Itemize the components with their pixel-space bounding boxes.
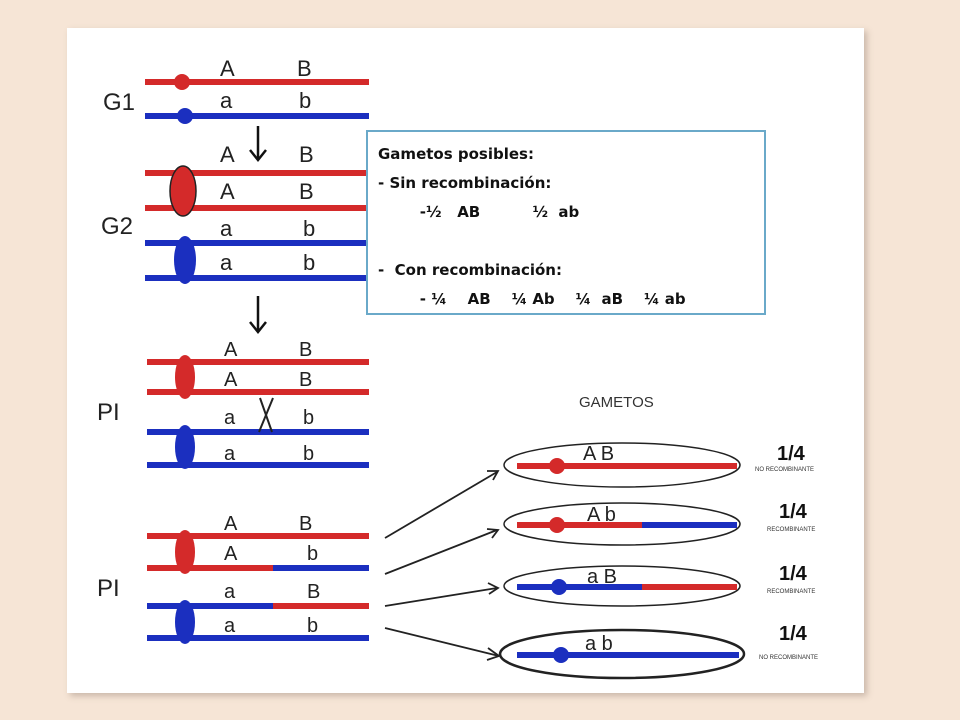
info-spacer (378, 227, 754, 256)
allele-label: A (220, 56, 235, 81)
centromere (175, 530, 195, 574)
allele-label: A (224, 513, 238, 535)
info-recombination-values: - ¼ AB ¼ Ab ¼ aB ¼ ab (378, 290, 686, 308)
allele-label: b (303, 407, 314, 429)
gamete-alleles: a b (585, 633, 613, 655)
allele-label: b (307, 543, 318, 565)
info-recombination: - Con recombinación: (378, 261, 562, 279)
centromere (175, 425, 195, 469)
allele-label: b (299, 88, 311, 113)
allele-label: B (299, 513, 312, 535)
allele-label: b (303, 443, 314, 465)
allele-label: A (224, 339, 238, 361)
arrow-icon (384, 627, 500, 657)
centromere (551, 579, 567, 595)
info-title: Gametos posibles: (378, 145, 534, 163)
gamete-4: a b 1/4 NO RECOMBINANTE (498, 623, 818, 680)
allele-label: b (303, 250, 315, 275)
arrow-down-icon (249, 296, 267, 335)
allele-label: a (224, 407, 236, 429)
stage-g2: A B A B G2 a b a b (101, 142, 369, 284)
gamete-outline (498, 628, 746, 680)
allele-label: b (307, 615, 318, 637)
gamete-note: NO RECOMBINANTE (755, 467, 814, 473)
centromere (175, 600, 195, 644)
allele-label: a (220, 88, 233, 113)
centromere (169, 165, 197, 217)
stage-label-g1: G1 (103, 89, 135, 116)
stage-pi-recombined: A B A b PI a B a b (97, 513, 369, 644)
gamete-fraction: 1/4 (779, 623, 808, 645)
gamete-alleles: A B (583, 443, 614, 465)
allele-label: A (220, 179, 235, 204)
arrow-head-icon (487, 470, 500, 481)
gamete-outline (503, 442, 741, 488)
stage-label-g2: G2 (101, 213, 133, 240)
allele-label: a (224, 443, 236, 465)
stage-label-pi: PI (97, 575, 120, 602)
centromere (177, 108, 193, 124)
allele-label: B (297, 56, 312, 81)
gamete-note: RECOMBINANTE (767, 589, 815, 595)
gamete-note: NO RECOMBINANTE (759, 655, 818, 661)
allele-label: A (220, 142, 235, 167)
centromere (549, 517, 565, 533)
stage-g1: G1 A B a b (103, 56, 369, 124)
allele-label: a (224, 581, 236, 603)
allele-label: a (220, 216, 233, 241)
centromere (174, 74, 190, 90)
crossover-icon (258, 397, 274, 433)
gamete-fraction: 1/4 (779, 501, 808, 523)
gametes-title: GAMETOS (579, 394, 654, 411)
allele-label: b (303, 216, 315, 241)
arrow-icon (384, 471, 498, 539)
centromere (174, 236, 196, 284)
centromere (553, 647, 569, 663)
gamete-alleles: A b (587, 504, 616, 526)
gamete-alleles: a B (587, 566, 617, 588)
meiosis-diagram: G1 A B a b A B A B G2 a b (97, 56, 818, 680)
gamete-fraction: 1/4 (777, 443, 806, 465)
allele-label: A (224, 543, 238, 565)
gamete-arrows (384, 470, 501, 661)
allele-label: B (299, 369, 312, 391)
gamete-2: A b 1/4 RECOMBINANTE (503, 501, 815, 546)
allele-label: B (307, 581, 320, 603)
possible-gametes-box: Gametos posibles: - Sin recombinación: -… (366, 130, 766, 315)
arrow-head-icon (486, 528, 500, 539)
allele-label: B (299, 339, 312, 361)
allele-label: B (299, 142, 314, 167)
allele-label: a (220, 250, 233, 275)
gamete-1: A B 1/4 NO RECOMBINANTE (503, 442, 814, 488)
gamete-3: a B 1/4 RECOMBINANTE (503, 563, 815, 607)
info-no-recombination-values: -½ AB ½ ab (378, 203, 580, 221)
gamete-note: RECOMBINANTE (767, 527, 815, 533)
arrow-icon (384, 529, 498, 575)
allele-label: B (299, 179, 314, 204)
centromere (175, 355, 195, 399)
stage-label-pi: PI (97, 399, 120, 426)
stage-pi-crossover: A B A B PI a b a b (97, 339, 369, 469)
gamete-fraction: 1/4 (779, 563, 808, 585)
slide: G1 A B a b A B A B G2 a b (67, 28, 864, 693)
arrow-down-icon (249, 126, 267, 163)
centromere (549, 458, 565, 474)
gamete-outline (503, 502, 741, 546)
arrow-icon (384, 587, 498, 607)
info-no-recombination: - Sin recombinación: (378, 174, 552, 192)
arrow-head-icon (486, 647, 501, 661)
arrow-head-icon (487, 582, 500, 595)
gamete-outline (503, 565, 741, 607)
allele-label: a (224, 615, 236, 637)
allele-label: A (224, 369, 238, 391)
